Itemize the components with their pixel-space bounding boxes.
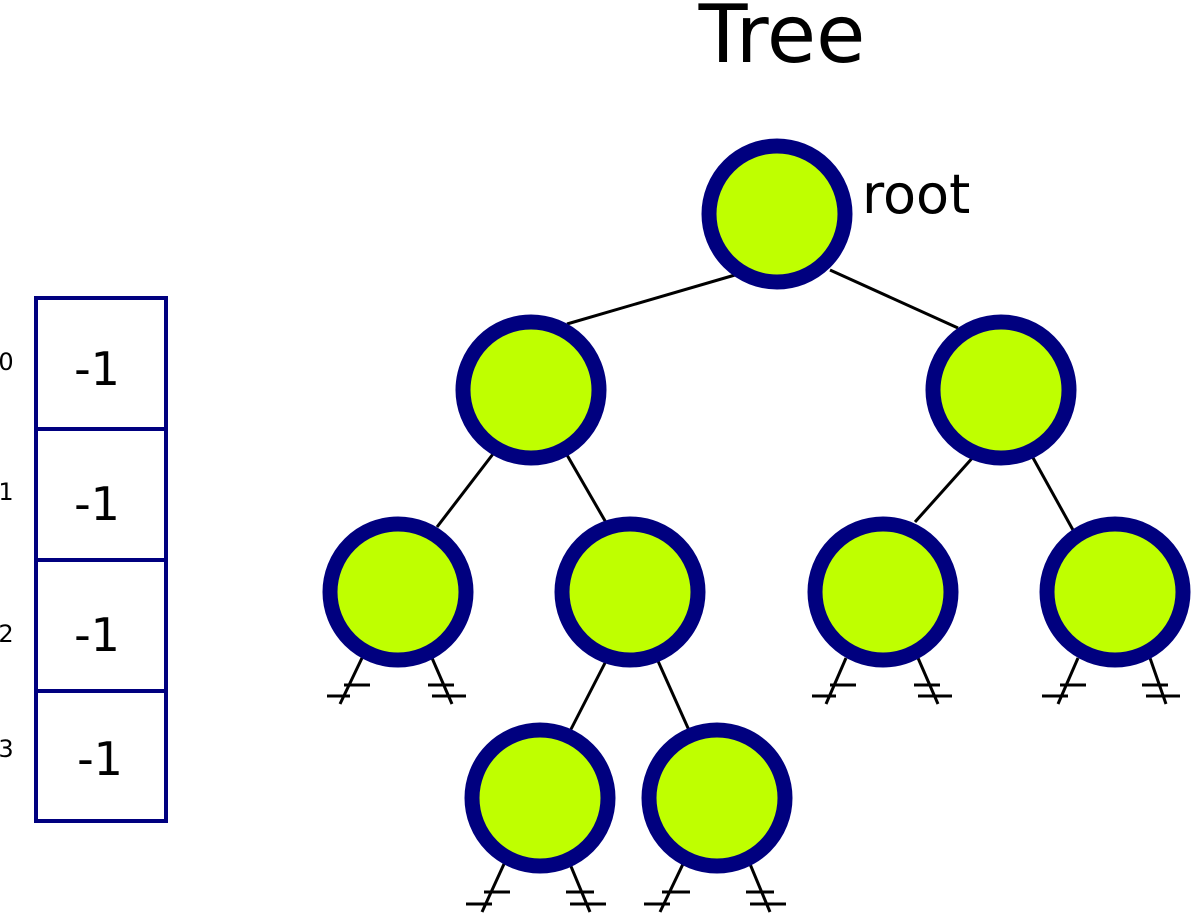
tree-edges xyxy=(435,268,1075,738)
null-stub xyxy=(746,863,786,913)
diagram-title: Tree xyxy=(698,0,866,81)
parent-array: 0 -1 1 -1 2 -1 3 -1 xyxy=(0,296,168,823)
array-value: -1 xyxy=(74,342,120,396)
null-stub xyxy=(644,863,690,913)
tree-edge xyxy=(566,273,736,326)
tree-node xyxy=(641,722,793,874)
array-index: 0 xyxy=(0,348,14,376)
null-stubs xyxy=(327,657,1180,913)
array-cell: 2 -1 xyxy=(0,558,168,693)
null-stub xyxy=(1142,657,1180,705)
tree-node xyxy=(554,516,706,668)
tree-edge xyxy=(565,660,608,738)
tree-edge xyxy=(435,453,495,528)
array-cell: 1 -1 xyxy=(0,427,168,562)
tree-edge xyxy=(1030,455,1075,531)
null-stub xyxy=(327,657,370,705)
tree-node xyxy=(1039,516,1191,668)
tree-edge xyxy=(913,453,977,524)
null-stub xyxy=(1042,657,1086,705)
tree-edge xyxy=(656,660,694,738)
array-index: 3 xyxy=(0,735,14,763)
null-stub xyxy=(566,863,606,913)
tree-nodes xyxy=(322,138,1191,874)
null-stub xyxy=(914,657,952,705)
null-stub xyxy=(466,863,510,913)
null-stub xyxy=(428,657,466,705)
root-label: root xyxy=(862,163,970,226)
null-stub xyxy=(812,657,856,705)
array-cell: 0 -1 xyxy=(0,296,168,431)
array-value: -1 xyxy=(74,608,120,662)
array-index: 1 xyxy=(0,478,14,506)
tree-node xyxy=(807,516,959,668)
tree-node xyxy=(455,314,607,466)
tree-node xyxy=(464,722,616,874)
tree-node-root xyxy=(701,138,853,290)
array-index: 2 xyxy=(0,620,14,648)
tree-edge xyxy=(829,268,959,330)
tree-node xyxy=(925,314,1077,466)
array-value: -1 xyxy=(77,732,123,786)
array-cell: 3 -1 xyxy=(0,689,168,823)
array-value: -1 xyxy=(74,477,120,531)
tree-node xyxy=(322,516,474,668)
tree-edge xyxy=(565,454,610,527)
